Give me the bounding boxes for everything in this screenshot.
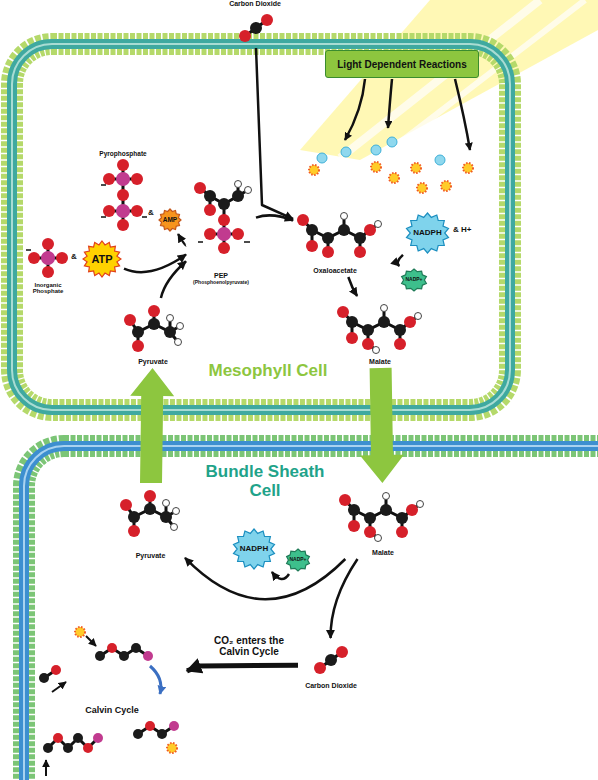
light-rays [300, 0, 598, 160]
molecule-node: Carbon Dioxide [300, 640, 362, 690]
note-label: & H+ [453, 226, 471, 235]
reaction-arrow [256, 48, 293, 219]
node-label: PEP [214, 272, 228, 280]
transfer-arrow [360, 368, 404, 483]
starburst-shape [159, 209, 181, 231]
edge-label: CO₂ enters the Calvin Cycle [199, 634, 299, 659]
molecules [26, 14, 424, 674]
node-label: Pyruvate [136, 552, 166, 560]
region-heading: Mesophyll Cell [198, 362, 338, 381]
starburst-shape [83, 241, 121, 277]
light-reaction-products [309, 79, 473, 193]
molecule-node: Malate [338, 485, 428, 557]
node-label: ATP [91, 253, 112, 265]
molecule-node: Pyruvate [118, 485, 183, 560]
molecule-node: Carbon Dioxide [222, 0, 288, 46]
reaction-arrow [348, 277, 357, 296]
starburst-shape [402, 269, 427, 291]
note-label: & [71, 253, 77, 262]
energy-badge: AMP [158, 208, 182, 232]
node-label: Carbon Dioxide [305, 682, 357, 690]
molecule-node: Malate [335, 298, 425, 366]
calvin-cycle-art [39, 627, 179, 776]
node-label: Pyrophosphate [99, 150, 146, 157]
starburst-shape [234, 529, 275, 569]
reaction-arrow [185, 558, 345, 599]
note-label: & [148, 209, 154, 218]
node-label: Malate [369, 358, 391, 366]
molecule-node: Pyruvate [122, 300, 184, 366]
node-label: Pyruvate [138, 358, 168, 366]
node-label: Oxaloacetate [313, 267, 357, 275]
molecule-node: PEP(Phosphoenolpyruvate) [188, 175, 254, 285]
energy-badge: NADP+ [285, 548, 311, 572]
molecule-node: Pyrophosphate [97, 150, 148, 232]
energy-badge: NADP+ [400, 268, 428, 292]
starburst-shape [407, 213, 449, 253]
node-label: NADPH [413, 229, 441, 238]
energy-badge: ATP [82, 240, 122, 278]
cell-region: Mesophyll Cell Light Dependent ReactionsP… [8, 40, 513, 414]
transfer-arrow [130, 368, 174, 483]
reaction-arrow [178, 234, 186, 246]
reaction-arrow [256, 215, 293, 220]
node-label: NADPH [240, 545, 268, 554]
reaction-arrow [331, 559, 358, 638]
node-label: Malate [372, 549, 394, 557]
energy-badge: NADPH [405, 212, 450, 254]
energy-badge: NADPH [232, 528, 276, 570]
node-label: AMP [163, 216, 177, 223]
process-box: Light Dependent Reactions [325, 50, 479, 78]
cell-region: Bundle Sheath CellPyruvate Malate NADPH NAD… [14, 435, 598, 780]
reaction-arrow [272, 572, 289, 579]
region-heading: Calvin Cycle [77, 706, 147, 716]
node-label: NADP+ [289, 557, 306, 563]
molecule-node: Oxaloacetate [295, 200, 375, 275]
reaction-arrow [187, 665, 298, 671]
node-label: NADP+ [405, 277, 422, 283]
reaction-arrow [124, 255, 186, 273]
node-label: Inorganic Phosphate [26, 282, 70, 295]
mesophyll-membrane [12, 44, 510, 410]
region-heading: Bundle Sheath Cell [195, 463, 335, 500]
cycle-region: Calvin Cycle [35, 620, 185, 778]
node-label: Light Dependent Reactions [337, 59, 466, 70]
bundle-sheath-membrane [24, 446, 598, 780]
starburst-shape [287, 549, 310, 571]
node-label: Carbon Dioxide [229, 0, 281, 8]
molecule-node: Inorganic Phosphate [26, 240, 70, 295]
node-label: (Phosphoenolpyruvate) [193, 280, 249, 286]
reaction-arrow [398, 255, 403, 266]
